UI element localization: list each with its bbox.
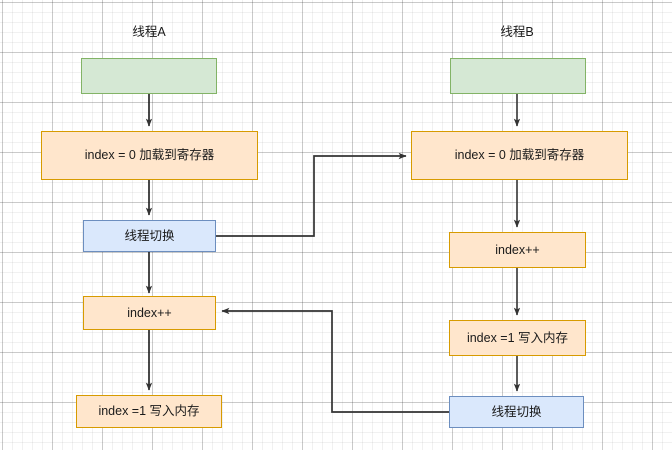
node-b-start[interactable] xyxy=(450,58,586,94)
node-b-load[interactable]: index = 0 加载到寄存器 xyxy=(411,131,628,180)
column-title-thread-b: 线程B xyxy=(500,25,534,39)
node-a-load[interactable]: index = 0 加载到寄存器 xyxy=(41,131,258,180)
edge-b-switch-to-a-increment xyxy=(221,307,449,413)
node-a-write[interactable]: index =1 写入内存 xyxy=(76,395,222,428)
node-b-write[interactable]: index =1 写入内存 xyxy=(449,320,586,356)
column-title-thread-a: 线程A xyxy=(132,25,166,39)
node-b-switch[interactable]: 线程切换 xyxy=(449,396,584,428)
node-a-switch[interactable]: 线程切换 xyxy=(83,220,216,252)
node-a-start[interactable] xyxy=(81,58,217,94)
node-b-increment[interactable]: index++ xyxy=(449,232,586,268)
node-a-increment[interactable]: index++ xyxy=(83,296,216,330)
